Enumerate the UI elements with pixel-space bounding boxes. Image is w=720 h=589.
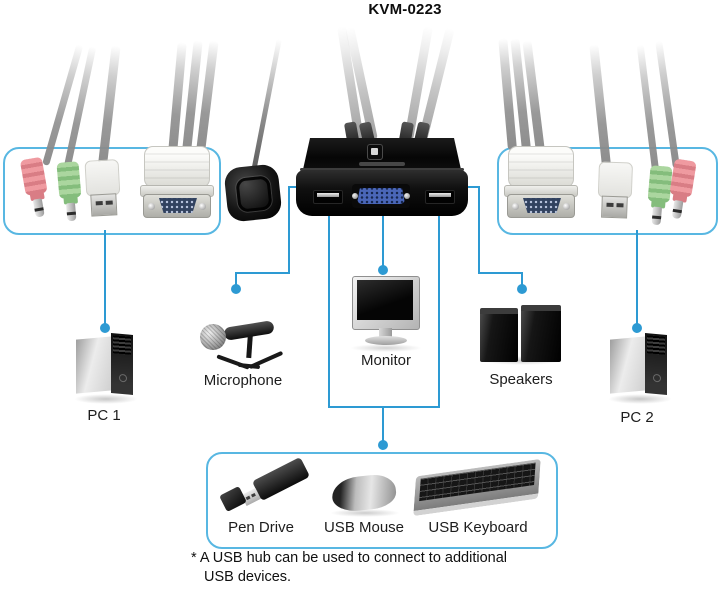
kvm-switch-icon [296, 138, 468, 218]
usb-plug-right-icon [595, 161, 634, 220]
brand-logo-icon [367, 144, 383, 160]
pc1-label: PC 1 [87, 407, 121, 424]
usb-keyboard-label: USB Keyboard [428, 519, 528, 536]
usb-line-horizontal [328, 406, 440, 408]
pc1-connector-dot [100, 323, 110, 333]
footnote-line1: * A USB hub can be used to connect to ad… [191, 550, 508, 566]
usb-line-stub [382, 406, 384, 442]
footnote-line2: USB devices. [204, 569, 292, 585]
pc2-connector-line [636, 230, 638, 325]
microphone-label: Microphone [203, 372, 283, 389]
pc2-tower-icon [608, 332, 672, 404]
usb-line-right [438, 205, 440, 408]
remote-switch-cable [251, 39, 282, 173]
monitor-connector-dot [378, 265, 388, 275]
usb-keyboard-icon [408, 456, 548, 520]
microphone-icon [198, 302, 290, 378]
usb-mouse-icon [328, 468, 402, 517]
kvm-usb-port-left-icon [313, 190, 343, 204]
pen-drive-label: Pen Drive [228, 519, 294, 536]
pc2-connector-dot [632, 323, 642, 333]
mic-line-c [235, 272, 290, 274]
usb-connector-dot [378, 440, 388, 450]
speaker-line-c [478, 272, 523, 274]
usb-mouse-label: USB Mouse [323, 519, 405, 536]
mic-connector-dot [231, 284, 241, 294]
monitor-icon [346, 276, 426, 352]
pc2-label: PC 2 [620, 409, 654, 426]
pc1-tower-icon [74, 332, 138, 404]
pen-drive-icon [219, 456, 311, 518]
vga-plug-left-icon [140, 146, 214, 220]
vga-plug-right-icon [504, 146, 578, 220]
kvm-usb-port-right-icon [425, 190, 455, 204]
diagram-title: KVM-0223 [368, 1, 442, 18]
usb-line-left [328, 205, 330, 408]
speaker-line-a [458, 186, 480, 188]
model-label-bar [359, 162, 405, 166]
speaker-line-d [521, 272, 523, 285]
usb-plug-left-icon [83, 159, 122, 219]
remote-switch-button-icon [223, 163, 283, 223]
monitor-connector-line [382, 208, 384, 267]
mic-line-d [235, 272, 237, 285]
monitor-label: Monitor [360, 352, 412, 369]
speakers-label: Speakers [489, 371, 553, 388]
mic-line-b [288, 186, 290, 274]
pc1-connector-line [104, 230, 106, 325]
pc1-cable-group-box [3, 147, 221, 235]
kvm-vga-port-icon [352, 184, 410, 208]
usb-peripherals-group-box [206, 452, 558, 549]
speaker-line-b [478, 186, 480, 274]
speaker-connector-dot [517, 284, 527, 294]
speakers-icon [480, 302, 564, 365]
